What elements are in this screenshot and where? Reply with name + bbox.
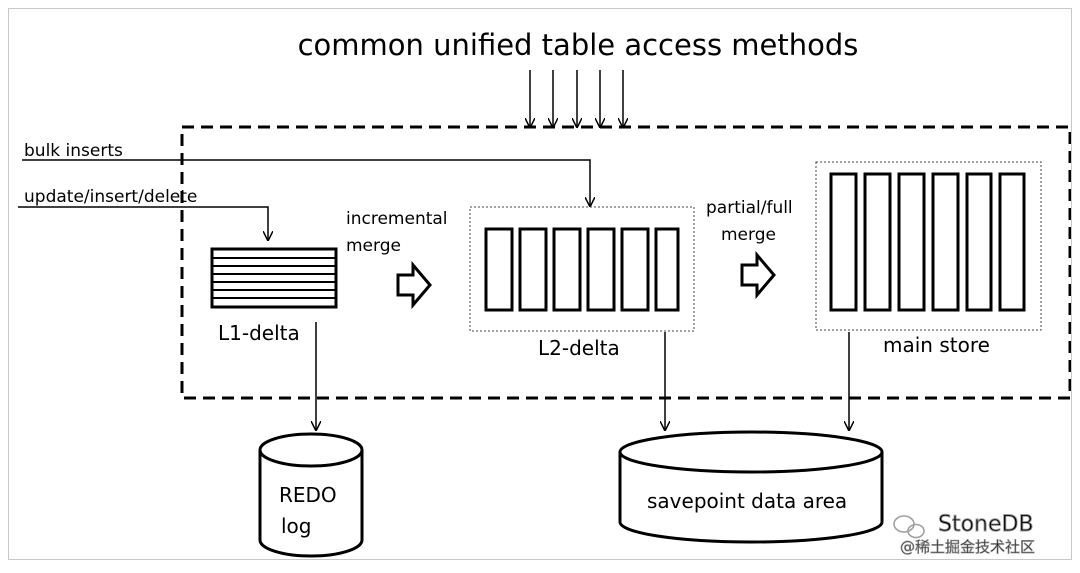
update-insert-delete-label: update/insert/delete — [24, 187, 197, 207]
access-method-arrows — [530, 70, 623, 127]
wechat-icon — [893, 515, 925, 539]
watermark-community: @稀土掘金技术社区 — [900, 538, 1035, 556]
main-store-label: main store — [883, 333, 990, 357]
savepoint-data-area-label: savepoint data area — [647, 489, 847, 513]
main-store-columns — [829, 172, 1026, 312]
main-store-container — [815, 161, 1042, 331]
incremental-merge-label-line2: merge — [346, 236, 401, 256]
redo-log-label-line2: log — [281, 514, 312, 538]
partial-full-merge-arrow-icon — [740, 250, 776, 300]
incremental-merge-arrow-icon — [396, 260, 432, 310]
redo-log-cylinder — [258, 432, 364, 558]
bulk-inserts-arrow — [22, 159, 590, 206]
l2-delta-label: L2-delta — [538, 336, 620, 360]
l1-delta-store — [210, 247, 338, 309]
bulk-inserts-label: bulk inserts — [24, 141, 123, 161]
diagram-title: common unified table access methods — [298, 28, 859, 62]
savepoint-data-area-cylinder — [618, 430, 884, 544]
l2-delta-columns — [484, 227, 680, 312]
redo-log-label-line1: REDO — [279, 483, 337, 507]
l1-delta-label: L1-delta — [218, 321, 300, 345]
incremental-merge-label-line1: incremental — [346, 209, 448, 229]
l2-delta-container — [469, 206, 695, 332]
partial-full-merge-label-line1: partial/full — [706, 198, 793, 218]
update-insert-delete-arrow — [18, 206, 268, 240]
watermark-brand: StoneDB — [938, 512, 1034, 537]
in-memory-boundary — [180, 125, 1072, 400]
partial-full-merge-label-line2: merge — [721, 225, 776, 245]
